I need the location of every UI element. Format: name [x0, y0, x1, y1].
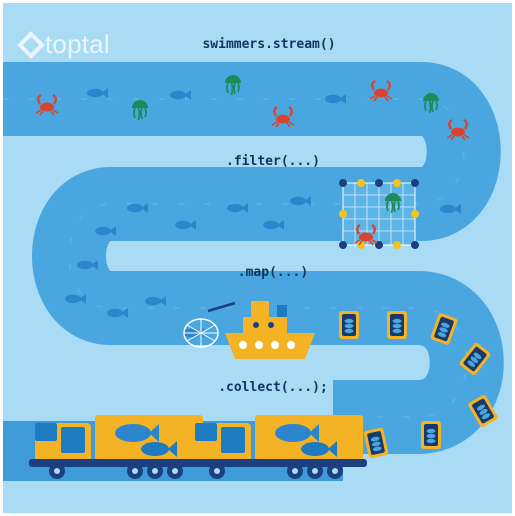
code-collect: .collect(...);	[218, 380, 328, 395]
code-map: .map(...)	[237, 265, 309, 280]
code-stream: swimmers.stream()	[202, 37, 336, 52]
net-icon	[339, 179, 419, 249]
river-scene	[3, 31, 504, 481]
brand-logo: toptal	[45, 27, 110, 61]
can-icon	[387, 311, 407, 339]
toptal-diamond-icon	[17, 31, 45, 59]
jellyfish-icon	[422, 92, 440, 114]
jellyfish-icon	[131, 99, 149, 121]
code-filter: .filter(...)	[226, 154, 320, 169]
jellyfish-icon	[224, 74, 242, 96]
can-icon	[421, 421, 441, 449]
brand-name: toptal	[45, 29, 110, 59]
river-path	[3, 62, 504, 454]
boat-icon	[183, 301, 315, 359]
can-icon	[339, 311, 359, 339]
illustration: toptal swimmers.stream() .filter(...) .m…	[3, 3, 512, 513]
